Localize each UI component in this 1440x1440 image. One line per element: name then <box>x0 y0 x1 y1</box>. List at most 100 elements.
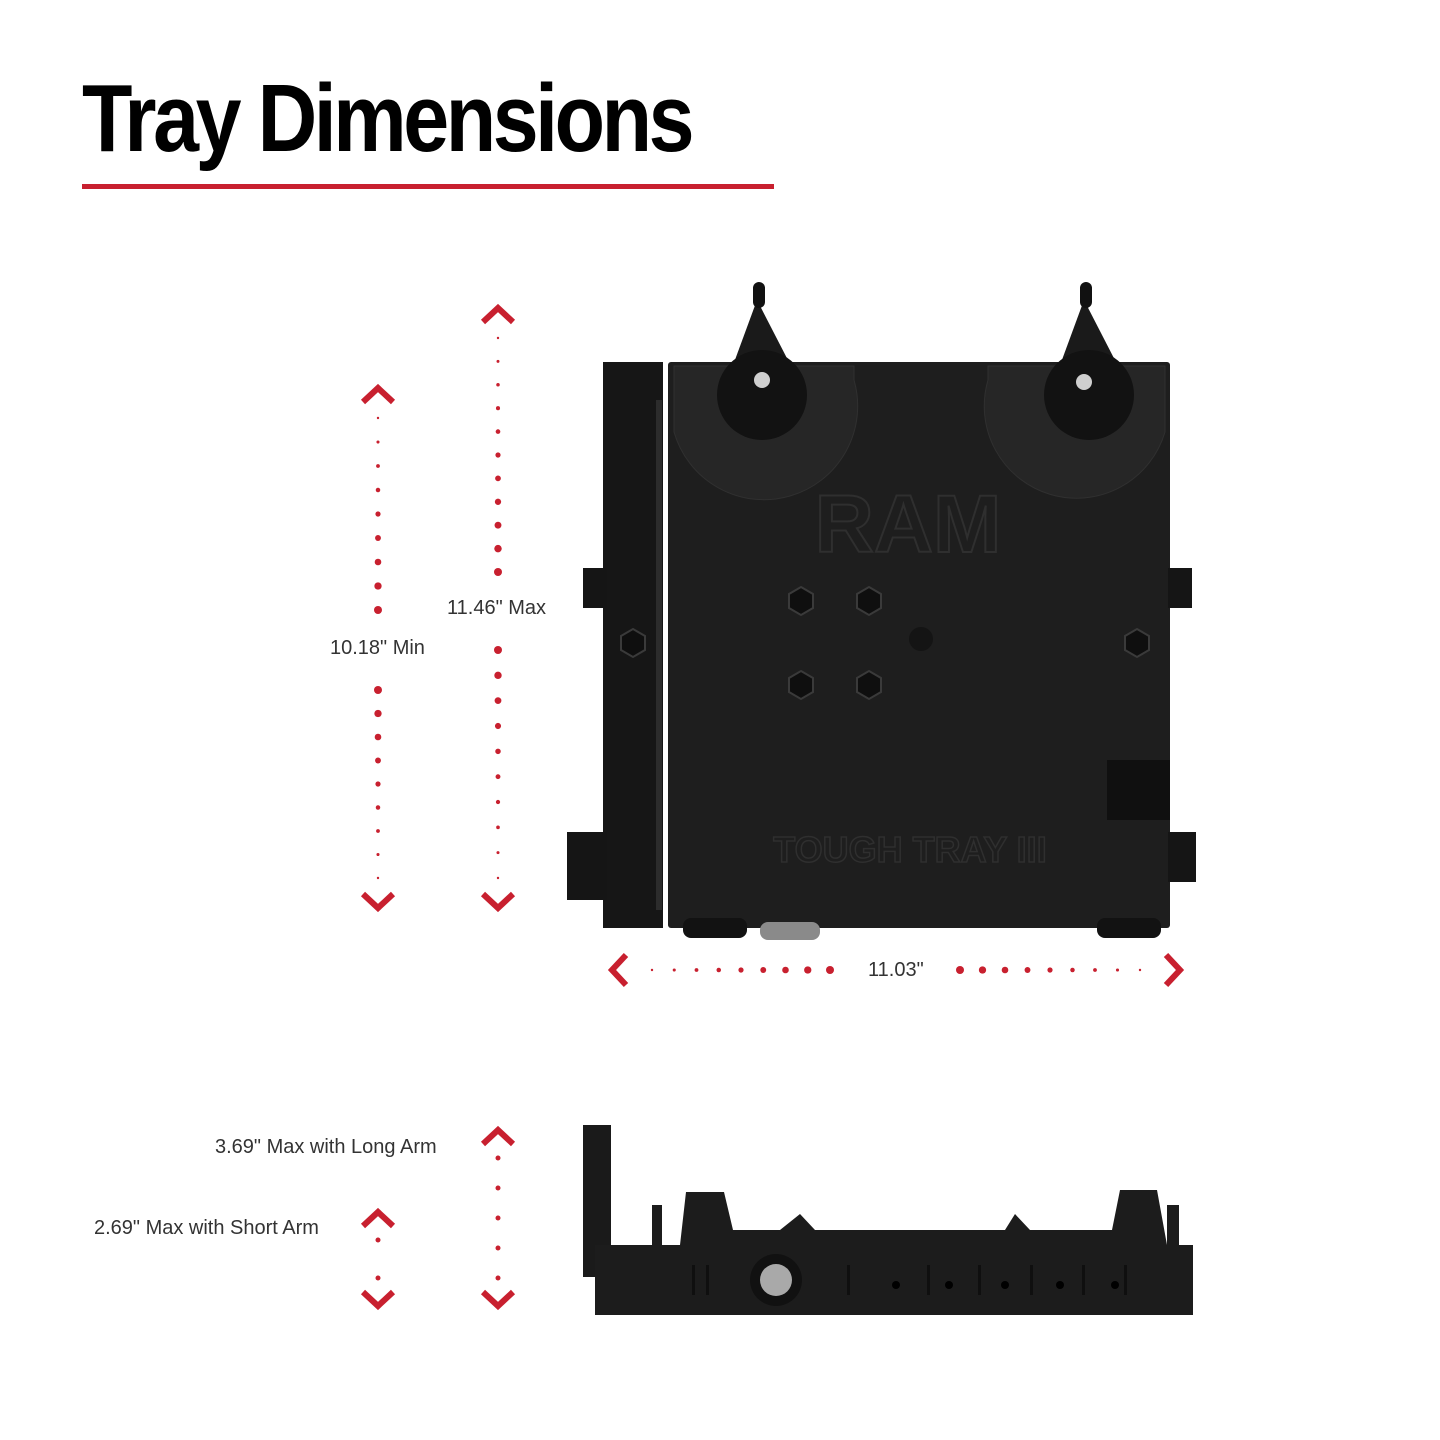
long-arm-label: 3.69" Max with Long Arm <box>215 1136 437 1158</box>
side-bubble-level-inner <box>760 1264 792 1296</box>
dimension-dot <box>495 475 501 482</box>
embossed-ram-logo: RAM <box>815 479 1002 570</box>
dimension-dot <box>496 825 500 830</box>
dimension-dot <box>374 606 382 614</box>
dimension-dot <box>1001 966 1009 974</box>
left-arm-screw <box>754 372 770 388</box>
arrowhead-up <box>480 303 516 325</box>
side-left-post <box>652 1205 662 1247</box>
dimension-dot <box>1070 967 1075 973</box>
arrowhead-down <box>480 1289 516 1311</box>
dimension-dot <box>495 1155 501 1161</box>
dimension-dot <box>494 521 502 529</box>
tray-side-view <box>583 1125 1193 1315</box>
max-height-arrow <box>480 303 516 913</box>
tray-front-view: RAM TOUGH TRAY III <box>567 282 1196 940</box>
left-lower-clip <box>567 832 607 900</box>
right-arm-pin <box>1080 282 1092 308</box>
arrowhead-up <box>480 1125 516 1147</box>
dimension-dot <box>1138 968 1142 972</box>
title-underline <box>82 184 774 189</box>
arrowhead-up <box>360 1207 396 1229</box>
right-lower-clip <box>1168 832 1196 882</box>
dimension-dot <box>494 671 502 680</box>
dimension-dot <box>1115 968 1120 972</box>
dimension-dot <box>375 805 381 810</box>
dimension-dot <box>494 697 502 705</box>
arrowhead-down <box>480 891 516 913</box>
dimension-dot <box>1047 967 1053 973</box>
dimension-dot <box>496 876 500 880</box>
dimension-dot <box>376 416 380 420</box>
right-arm-screw <box>1076 374 1092 390</box>
long-arm-arrow <box>480 1125 516 1311</box>
max-height-label: 11.46" Max <box>447 597 547 619</box>
dimension-dot <box>375 511 381 517</box>
left-arm-knob <box>717 350 807 440</box>
dimension-dot <box>375 757 381 764</box>
dimension-dot <box>978 966 987 974</box>
dimension-dot <box>376 829 380 833</box>
dimension-dot <box>495 452 501 458</box>
dimension-dot <box>495 774 501 780</box>
short-arm-arrow <box>360 1207 396 1311</box>
dimension-dot <box>956 966 964 974</box>
width-label: 11.03" <box>868 959 924 981</box>
dimension-dot <box>494 568 502 576</box>
dimension-dot <box>375 535 381 541</box>
width-arrow <box>607 952 1185 988</box>
dimension-dot <box>782 966 789 974</box>
dimension-dot <box>374 709 382 718</box>
dimension-dot <box>738 967 744 973</box>
dimension-dot <box>672 968 676 972</box>
cable-port-block <box>1107 760 1170 820</box>
dimension-dot <box>494 722 502 730</box>
left-arm-pin <box>753 282 765 308</box>
dimension-dot <box>760 967 767 973</box>
dimension-dot <box>496 383 500 387</box>
dimension-dot <box>374 582 382 590</box>
dimension-dot <box>826 966 834 974</box>
right-foot <box>1097 918 1161 938</box>
dimension-dot <box>494 544 502 553</box>
dimension-dot <box>495 1185 501 1191</box>
side-top-profile <box>660 1190 1167 1245</box>
dimension-dot <box>374 558 382 566</box>
dimension-dot <box>1024 967 1031 973</box>
arrowhead-up <box>360 383 396 405</box>
dimension-dot <box>496 359 500 363</box>
dimension-dot <box>694 968 699 972</box>
bubble-level <box>760 922 820 940</box>
dimension-dot <box>495 799 501 805</box>
rail-groove <box>656 400 662 910</box>
mounting-hex-nuts <box>620 585 1150 701</box>
dimension-dot <box>375 1237 381 1243</box>
dimension-dot <box>376 440 380 444</box>
dimension-dot <box>375 1275 381 1281</box>
dimension-dot <box>716 967 721 973</box>
side-vent-slots <box>692 1265 1127 1295</box>
side-base-body <box>595 1245 1193 1315</box>
dimension-dot <box>495 406 501 411</box>
dimension-dot <box>375 487 381 493</box>
dimension-dot <box>496 336 500 340</box>
min-height-arrow <box>360 383 396 913</box>
dimension-dot <box>376 852 380 857</box>
dimension-dot <box>374 686 382 694</box>
left-foot <box>683 918 747 938</box>
dimension-dot <box>494 646 502 654</box>
dimension-dot <box>495 1245 501 1251</box>
dimension-dot <box>1093 968 1097 972</box>
dimension-dot <box>376 464 380 468</box>
dimension-dot <box>650 968 654 972</box>
page-title: Tray Dimensions <box>82 65 695 172</box>
min-height-label: 10.18" Min <box>330 637 425 659</box>
dimension-dot <box>495 748 501 755</box>
dimension-dot <box>374 733 382 741</box>
side-screw-holes <box>892 1281 1119 1289</box>
short-arm-label: 2.69" Max with Short Arm <box>94 1217 319 1239</box>
arrowhead-down <box>360 1289 396 1311</box>
right-upper-clip <box>1168 568 1192 608</box>
dimension-dot <box>496 851 500 855</box>
